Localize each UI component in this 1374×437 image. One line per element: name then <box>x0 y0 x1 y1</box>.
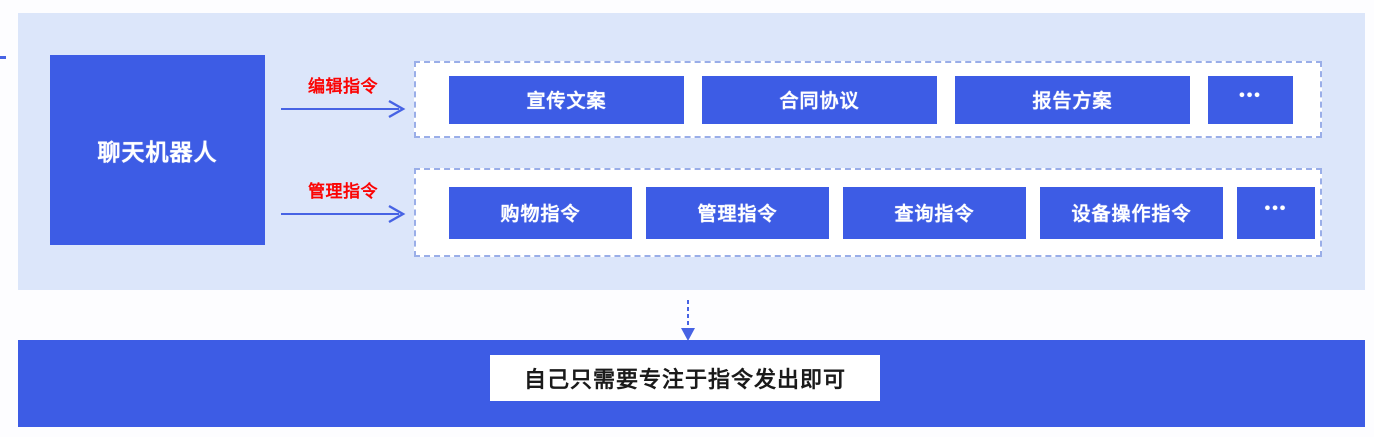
chip-label: 设备操作指令 <box>1071 204 1192 225</box>
source-node-label: 聊天机器人 <box>97 139 218 165</box>
flow-group-manage: 购物指令 管理指令 查询指令 设备操作指令 ••• <box>414 168 1322 257</box>
chip-label: 查询指令 <box>894 204 975 225</box>
left-edge-rule <box>0 56 6 59</box>
flow-arrow-manage: 管理指令 <box>281 177 413 235</box>
flow-arrow-manage-label: 管理指令 <box>308 182 378 201</box>
flow-arrow-edit: 编辑指令 <box>281 72 413 130</box>
conclusion-label: 自己只需要专注于指令发出即可 <box>523 367 846 392</box>
chip-item[interactable]: 管理指令 <box>646 186 829 239</box>
chip-label: 宣传文案 <box>526 91 607 112</box>
chip-item[interactable]: 设备操作指令 <box>1040 186 1223 239</box>
chip-item[interactable]: 购物指令 <box>449 186 632 239</box>
chip-item[interactable]: 合同协议 <box>702 75 937 124</box>
arrow-right-icon <box>281 99 406 119</box>
chip-label: 管理指令 <box>697 204 778 225</box>
chip-item[interactable]: 查询指令 <box>843 186 1026 239</box>
chip-label: 购物指令 <box>500 204 581 225</box>
flow-arrow-edit-label: 编辑指令 <box>308 77 378 96</box>
arrow-right-icon <box>281 204 406 224</box>
chip-label: 报告方案 <box>1032 91 1113 112</box>
ellipsis-icon: ••• <box>1239 86 1262 104</box>
chip-item-more[interactable]: ••• <box>1208 75 1293 124</box>
source-node-chatbot: 聊天机器人 <box>50 55 265 245</box>
chip-item[interactable]: 宣传文案 <box>449 75 684 124</box>
conclusion-text-box: 自己只需要专注于指令发出即可 <box>490 355 880 401</box>
chip-label: 合同协议 <box>779 91 860 112</box>
flow-group-edit: 宣传文案 合同协议 报告方案 ••• <box>414 61 1322 138</box>
chip-item-more[interactable]: ••• <box>1237 186 1315 239</box>
ellipsis-icon: ••• <box>1264 199 1288 217</box>
connector-down <box>676 300 700 342</box>
arrow-down-dashed-icon <box>681 300 695 341</box>
chip-item[interactable]: 报告方案 <box>955 75 1190 124</box>
